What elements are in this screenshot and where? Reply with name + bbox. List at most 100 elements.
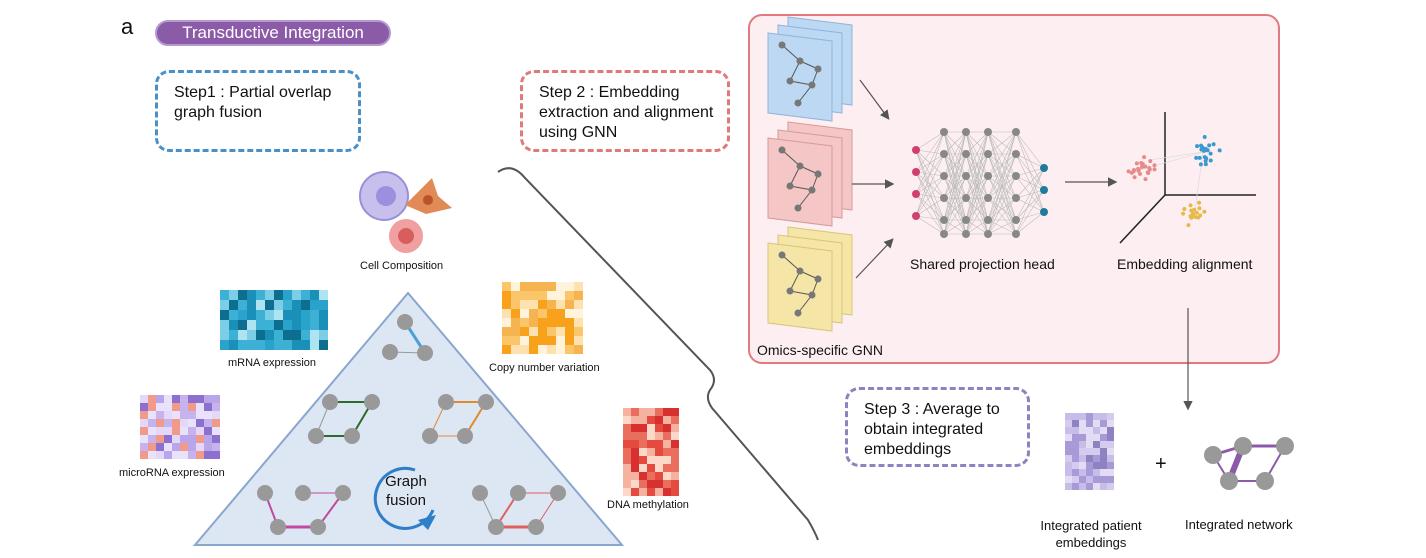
heatmap-cell — [556, 336, 565, 345]
heatmap-cell — [663, 456, 671, 464]
heatmap-cell — [1072, 434, 1079, 441]
heatmap-cell — [556, 282, 565, 291]
copy-number-heatmap — [502, 282, 583, 354]
heatmap-cell — [520, 300, 529, 309]
embedding-point — [1197, 200, 1202, 205]
nn-node — [1012, 172, 1020, 180]
nn-edge — [1015, 131, 1045, 169]
heatmap-cell — [274, 320, 283, 330]
heatmap-cell — [1093, 469, 1100, 476]
heatmap-cell — [547, 300, 556, 309]
mrna-label: mRNA expression — [228, 357, 317, 369]
heatmap-cell — [1107, 462, 1114, 469]
heatmap-cell — [204, 411, 212, 419]
title-pill: Transductive Integration — [155, 20, 391, 46]
heatmap-cell — [574, 309, 583, 318]
nn-edge — [915, 131, 945, 151]
heatmap-cell — [319, 340, 328, 350]
nn-edge — [1015, 167, 1045, 235]
heatmap-cell — [140, 395, 148, 403]
heatmap-cell — [511, 300, 520, 309]
gnn-node — [794, 99, 802, 107]
integrated-network-label: Integrated network — [1185, 517, 1293, 532]
heatmap-cell — [1079, 441, 1086, 448]
heatmap-cell — [639, 432, 647, 440]
nn-edge — [965, 197, 989, 235]
embedding-alignment-label: Embedding alignment — [1117, 256, 1253, 272]
heatmap-cell — [172, 419, 180, 427]
heatmap-cell — [196, 435, 204, 443]
heatmap-cell — [529, 336, 538, 345]
gnn-node — [808, 291, 816, 299]
nn-edge — [965, 131, 989, 235]
heatmap-cell — [574, 327, 583, 336]
integrated-patient-line2: embeddings — [1055, 535, 1127, 550]
heatmap-cell — [1100, 434, 1107, 441]
nn-edge — [943, 175, 967, 235]
heatmap-cell — [623, 480, 631, 488]
heatmap-cell — [538, 309, 547, 318]
embedding-point — [1186, 223, 1191, 228]
heatmap-cell — [188, 419, 196, 427]
heatmap-cell — [156, 411, 164, 419]
heatmap-cell — [1065, 483, 1072, 490]
heatmap-cell — [1093, 476, 1100, 483]
nn-node — [962, 230, 970, 238]
heatmap-cell — [565, 300, 574, 309]
gnn-node — [808, 81, 816, 89]
heatmap-cell — [188, 451, 196, 459]
heatmap-cell — [1100, 413, 1107, 420]
gnn-node — [794, 309, 802, 317]
graph-fusion-line1: Graph — [385, 473, 427, 490]
heatmap-cell — [565, 291, 574, 300]
heatmap-cell — [1100, 483, 1107, 490]
embedding-point — [1195, 144, 1200, 149]
heatmap-cell — [301, 310, 310, 320]
heatmap-cell — [1086, 427, 1093, 434]
heatmap-cell — [520, 318, 529, 327]
heatmap-cell — [655, 464, 663, 472]
heatmap-cell — [1107, 427, 1114, 434]
heatmap-cell — [274, 330, 283, 340]
heatmap-cell — [663, 448, 671, 456]
nn-node — [912, 212, 920, 220]
heatmap-cell — [623, 440, 631, 448]
heatmap-cell — [164, 427, 172, 435]
heatmap-cell — [319, 300, 328, 310]
heatmap-cell — [538, 282, 547, 291]
heatmap-cell — [140, 419, 148, 427]
heatmap-cell — [671, 408, 679, 416]
heatmap-cell — [671, 416, 679, 424]
embedding-point — [1191, 211, 1196, 216]
heatmap-cell — [180, 427, 188, 435]
nn-edge — [987, 175, 1017, 235]
gnn-card — [767, 242, 833, 332]
embedding-point — [1198, 213, 1203, 218]
step2-line1: Step 2 : Embedding — [539, 84, 680, 101]
heatmap-cell — [639, 480, 647, 488]
heatmap-cell — [574, 300, 583, 309]
heatmap-cell — [172, 411, 180, 419]
heatmap-cell — [256, 290, 265, 300]
heatmap-cell — [1065, 420, 1072, 427]
heatmap-cell — [647, 448, 655, 456]
nn-edge — [1015, 211, 1045, 221]
heatmap-cell — [671, 480, 679, 488]
nn-edge — [915, 197, 945, 217]
heatmap-cell — [565, 318, 574, 327]
nn-node — [1012, 216, 1020, 224]
gnn-edge — [781, 44, 801, 62]
heatmap-cell — [1100, 476, 1107, 483]
heatmap-cell — [556, 345, 565, 354]
gnn-edge — [781, 149, 801, 167]
heatmap-cell — [140, 443, 148, 451]
heatmap-cell — [1086, 469, 1093, 476]
heatmap-cell — [283, 330, 292, 340]
embedding-point — [1202, 155, 1207, 160]
nn-node — [962, 150, 970, 158]
heatmap-cell — [1107, 420, 1114, 427]
heatmap-cell — [631, 416, 639, 424]
heatmap-cell — [247, 320, 256, 330]
nn-edge — [943, 197, 967, 235]
heatmap-cell — [1079, 455, 1086, 462]
